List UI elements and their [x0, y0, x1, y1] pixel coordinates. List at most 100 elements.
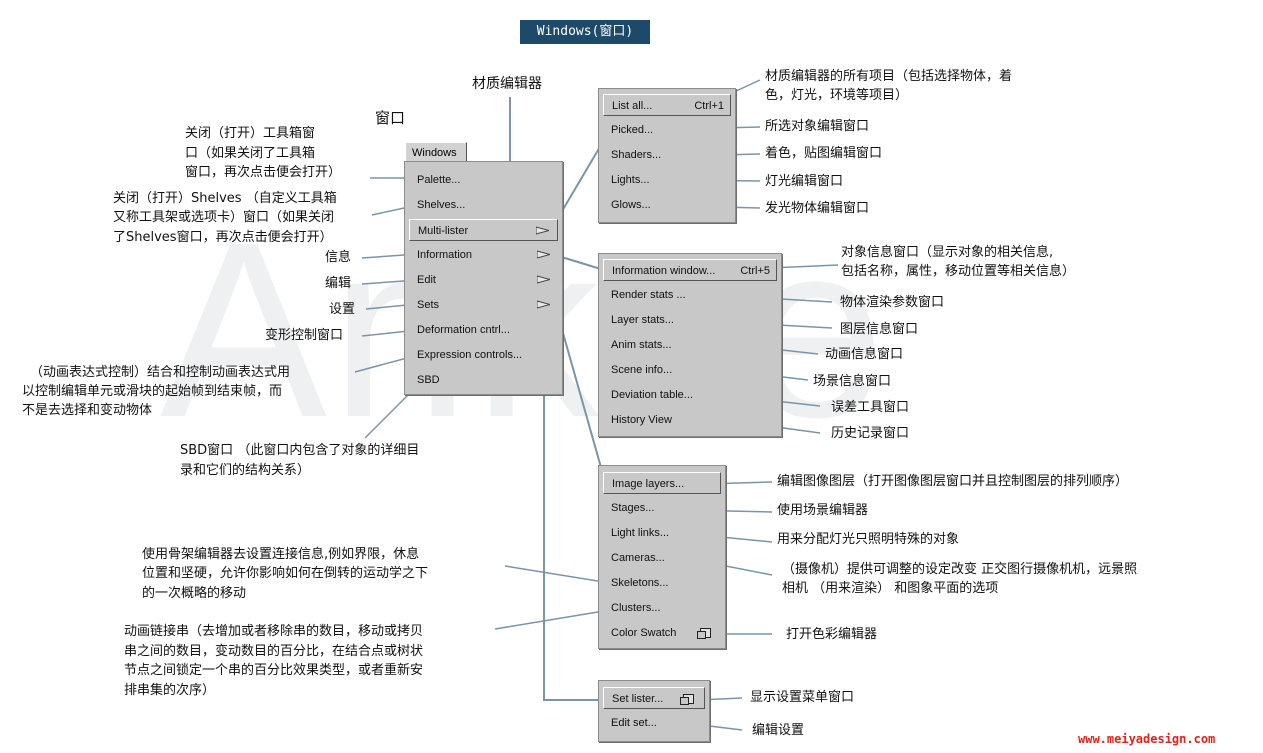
menu-item-expression-controls[interactable]: Expression controls...: [417, 349, 523, 361]
annotation-palette-1: 关闭（打开）工具箱窗: [185, 126, 316, 141]
menu-item-history-view[interactable]: History View: [611, 414, 672, 426]
menu-item-deviation-table[interactable]: Deviation table...: [611, 389, 693, 401]
annotation-clusters-1: 动画链接串（去增加或者移除串的数目，移动或拷贝: [124, 624, 424, 639]
annotation-cameras-1: （摄像机）提供可调整的设定改变 正交图行摄像机机，远景照: [782, 562, 1138, 577]
annotation-sets: 设置: [329, 302, 356, 317]
annotation-anim-stats: 动画信息窗口: [825, 347, 904, 362]
menu-item-render-stats[interactable]: Render stats ...: [611, 289, 686, 301]
menu-item-palette[interactable]: Palette...: [417, 174, 461, 186]
annotation-list-all-2: 色，灯光，环境等项目）: [765, 88, 909, 103]
annotation-stages: 使用场景编辑器: [777, 503, 869, 518]
annotation-clusters-4: 排串集的次序）: [124, 683, 216, 698]
submenu-arrow-icon: [537, 250, 550, 259]
connector-multilister: [554, 139, 605, 224]
menu-item-label: List all...: [612, 100, 653, 112]
annotation-set-lister: 显示设置菜单窗口: [750, 690, 855, 705]
menu-item-clusters[interactable]: Clusters...: [611, 602, 661, 614]
annotation-info-window-2: 包括名称，属性，移动位置等相关信息）: [841, 264, 1076, 279]
annotation-deformation: 变形控制窗口: [265, 328, 344, 343]
menu-item-layer-stats[interactable]: Layer stats...: [611, 314, 674, 326]
multilister-submenu: List all... Ctrl+1 Picked... Shaders... …: [598, 88, 736, 223]
option-box-icon[interactable]: [680, 694, 694, 705]
annotation-edit-set: 编辑设置: [752, 723, 805, 738]
materials-heading: 材质编辑器: [472, 76, 542, 92]
menu-item-image-layers[interactable]: Image layers...: [603, 472, 721, 494]
menu-item-label: Multi-lister: [418, 225, 469, 237]
annotation-lights: 灯光编辑窗口: [765, 174, 844, 189]
annotation-picked: 所选对象编辑窗口: [765, 119, 870, 134]
menu-item-label: Information window...: [612, 265, 716, 277]
annotation-information: 信息: [325, 250, 352, 265]
annotation-skeletons-1: 使用骨架编辑器去设置连接信息,例如界限，休息: [142, 547, 420, 562]
menu-item-sets[interactable]: Sets: [409, 294, 558, 316]
menu-item-label: Edit: [417, 274, 436, 286]
menu-item-edit[interactable]: Edit: [409, 269, 558, 291]
menu-item-label: Color Swatch: [611, 627, 677, 639]
annotation-scene-info: 场景信息窗口: [813, 374, 892, 389]
annotation-skeletons-2: 位置和坚硬，允许你影响如何在倒转的运动学之下: [142, 566, 429, 581]
annotation-light-links: 用来分配灯光只照明特殊的对象: [777, 532, 960, 547]
menu-item-skeletons[interactable]: Skeletons...: [611, 577, 669, 589]
annotation-color-swatch: 打开色彩编辑器: [786, 627, 878, 642]
menu-item-label: Sets: [417, 299, 440, 311]
submenu-arrow-icon: [537, 275, 550, 284]
menu-item-picked[interactable]: Picked...: [611, 124, 654, 136]
option-box-icon[interactable]: [697, 628, 711, 639]
annotation-info-window-1: 对象信息窗口（显示对象的相关信息,: [841, 245, 1054, 260]
submenu-arrow-icon: [537, 300, 550, 309]
annotation-shelves-2: 又称工具架或选项卡）窗口（如果关闭: [113, 210, 335, 225]
annotation-edit: 编辑: [325, 276, 352, 291]
page-title: Windows(窗口): [520, 20, 650, 44]
annotation-layer-stats: 图层信息窗口: [840, 322, 919, 337]
menu-item-stages[interactable]: Stages...: [611, 502, 655, 514]
annotation-render-stats: 物体渲染参数窗口: [840, 295, 945, 310]
menu-item-set-lister[interactable]: Set lister...: [603, 687, 705, 709]
menu-item-list-all[interactable]: List all... Ctrl+1: [603, 94, 731, 116]
annotation-clusters-3: 节点之间锁定一个串的百分比效果类型，或者重新安: [124, 663, 424, 678]
annotation-expression-1: （动画表达式控制）结合和控制动画表达式用: [30, 365, 291, 380]
annotation-palette-2: 口（如果关闭了工具箱: [185, 146, 316, 161]
menu-item-information-window[interactable]: Information window... Ctrl+5: [603, 259, 777, 281]
annotation-shaders: 着色，贴图编辑窗口: [765, 146, 883, 161]
menu-item-glows[interactable]: Glows...: [611, 199, 651, 211]
annotation-deviation: 误差工具窗口: [831, 400, 910, 415]
edit-submenu: Image layers... Stages... Light links...…: [598, 465, 726, 649]
menu-item-anim-stats[interactable]: Anim stats...: [611, 339, 672, 351]
menu-item-color-swatch[interactable]: Color Swatch: [603, 622, 721, 644]
menu-item-shaders[interactable]: Shaders...: [611, 149, 662, 161]
menu-item-edit-set[interactable]: Edit set...: [611, 717, 657, 729]
annotation-clusters-2: 串之间的数目，变动数目的百分比，在结合点或树状: [124, 644, 424, 659]
menu-item-lights[interactable]: Lights...: [611, 174, 650, 186]
annotation-expression-3: 不是去选择和变动物体: [22, 403, 153, 418]
annotation-glows: 发光物体编辑窗口: [765, 201, 870, 216]
connector-sets: [543, 393, 604, 701]
menu-item-label: Information: [417, 249, 473, 261]
windows-menu-heading: 窗口: [375, 109, 406, 127]
sets-submenu: Set lister... Edit set...: [598, 680, 710, 742]
annotation-skeletons-3: 的一次概略的移动: [142, 586, 247, 601]
annotation-sbd-2: 录和它们的结构关系）: [180, 463, 311, 478]
annotation-list-all-1: 材质编辑器的所有项目（包括选择物体，着: [765, 69, 1013, 84]
annotation-history: 历史记录窗口: [831, 426, 910, 441]
menu-item-sbd[interactable]: SBD: [417, 374, 440, 386]
annotation-sbd-1: SBD窗口 （此窗口内包含了对象的详细目: [180, 443, 420, 458]
annotation-cameras-2: 相机 （用来渲染） 和图象平面的选项: [782, 581, 999, 596]
connector-information: [554, 254, 605, 271]
menu-item-deformation-cntrl[interactable]: Deformation cntrl...: [417, 324, 510, 336]
menu-item-cameras[interactable]: Cameras...: [611, 552, 665, 564]
annotation-shelves-3: 了Shelves窗口，再次点击便会打开）: [113, 230, 333, 245]
site-url: www.meiyadesign.com: [1078, 732, 1216, 746]
menu-item-scene-info[interactable]: Scene info...: [611, 364, 673, 376]
shortcut-label: Ctrl+1: [694, 100, 724, 112]
menu-item-information[interactable]: Information: [409, 244, 558, 266]
menu-item-multi-lister[interactable]: Multi-lister: [409, 219, 558, 241]
menu-item-shelves[interactable]: Shelves...: [417, 199, 466, 211]
information-submenu: Information window... Ctrl+5 Render stat…: [598, 253, 782, 437]
menu-item-light-links[interactable]: Light links...: [611, 527, 670, 539]
annotation-palette-3: 窗口，再次点击便会打开）: [185, 165, 342, 180]
annotation-image-layers: 编辑图像图层（打开图像图层窗口并且控制图层的排列顺序）: [777, 474, 1129, 489]
submenu-arrow-icon: [536, 226, 549, 235]
shortcut-label: Ctrl+5: [740, 265, 770, 277]
menu-item-label: Set lister...: [612, 693, 664, 705]
windows-tab[interactable]: Windows: [405, 142, 467, 162]
